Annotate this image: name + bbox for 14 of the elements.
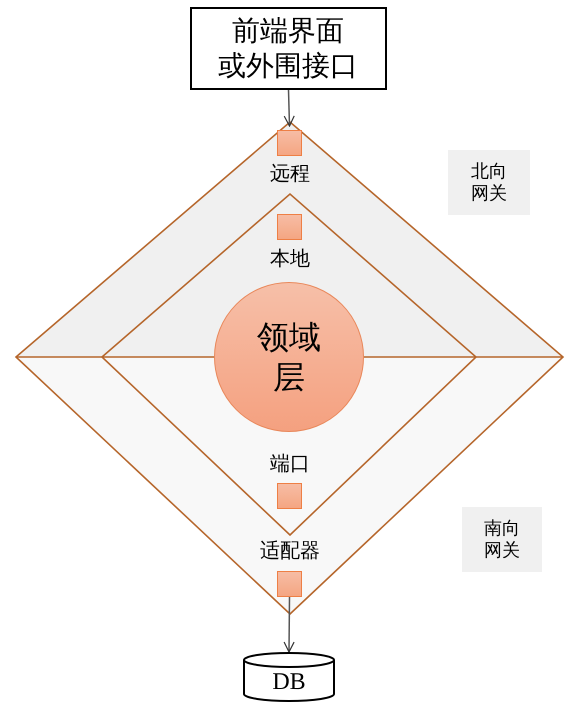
arrow <box>284 90 295 127</box>
port-label: 本地 <box>270 247 310 272</box>
port-square <box>277 571 302 597</box>
arrow <box>284 597 295 653</box>
port-label: 端口 <box>270 452 310 477</box>
gateway-box: 北向网关 <box>448 150 530 215</box>
port-square <box>277 483 302 509</box>
interface-box: 前端界面或外围接口 <box>190 7 387 90</box>
port-square <box>277 214 302 240</box>
port-label: 远程 <box>270 162 310 187</box>
gateway-box: 南向网关 <box>462 507 542 572</box>
port-label: 适配器 <box>260 539 320 564</box>
port-square <box>277 130 302 156</box>
database-cylinder: DB <box>243 652 335 702</box>
